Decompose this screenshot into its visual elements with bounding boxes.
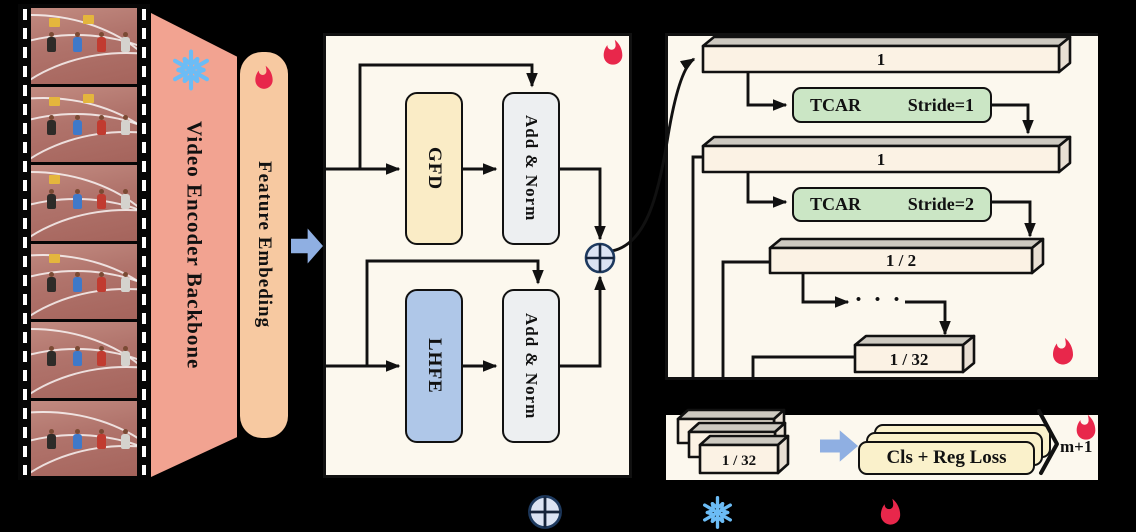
video-frame	[31, 86, 137, 162]
runner-figure	[73, 346, 82, 366]
loss-box-front: Cls + Reg Loss	[858, 441, 1035, 475]
runner-figure	[97, 346, 106, 366]
pyramid-level-label: 1	[877, 50, 886, 69]
lane-number-marker	[49, 18, 60, 27]
tcar-block-stride-1: TCAR Stride=1	[792, 87, 992, 123]
video-encoder-backbone-block: Video Encoder Backbone	[151, 13, 237, 477]
backbone-label: Video Encoder Backbone	[182, 120, 207, 370]
gfd-label: GFD	[424, 146, 445, 191]
video-frame	[31, 400, 137, 476]
lane-line-arc	[31, 112, 137, 162]
film-perforation-right	[141, 9, 146, 475]
runner-figure	[73, 428, 82, 449]
pyramid-level-bar-1: 1	[701, 35, 1072, 74]
tcar-name: TCAR	[810, 94, 862, 115]
fusion-module-panel	[323, 33, 632, 478]
add-norm-bottom-label: Add & Norm	[522, 312, 541, 420]
tcar-name: TCAR	[810, 194, 862, 214]
runner-figure	[47, 32, 56, 52]
runner-figure	[73, 32, 82, 52]
pyramid-level-label: 1 / 2	[886, 251, 916, 270]
runner-figure	[97, 189, 106, 209]
snowflake-icon	[168, 47, 214, 98]
film-perforation-left	[22, 9, 27, 475]
lane-number-marker	[83, 15, 94, 24]
pyramid-level-label: 1	[877, 150, 886, 169]
lane-number-marker	[49, 175, 60, 184]
film-rail-right	[137, 4, 150, 480]
feature-embedding-label: Feature Embeding	[254, 161, 275, 329]
runner-figure	[121, 189, 130, 209]
lane-number-marker	[83, 93, 94, 103]
runner-figure	[121, 114, 130, 135]
video-frames	[31, 4, 137, 480]
add-norm-top-block: Add & Norm	[502, 92, 560, 245]
pyramid-level-bar-2: 1	[701, 135, 1072, 174]
add-norm-top-label: Add & Norm	[522, 115, 541, 222]
video-frame	[31, 8, 137, 84]
input-video-film-strip	[18, 4, 150, 480]
lhfe-label: LHFE	[424, 338, 445, 394]
runner-figure	[121, 346, 130, 366]
legend-flame-icon	[876, 496, 905, 532]
runner-figure	[121, 428, 130, 449]
runner-figure	[47, 271, 56, 292]
legend-oplus-icon	[528, 495, 562, 529]
flame-icon	[251, 63, 277, 98]
feature-embedding-block: Feature Embeding	[240, 52, 288, 438]
flame-icon	[1072, 412, 1100, 449]
runner-figure	[121, 32, 130, 52]
loss-label: Cls + Reg Loss	[886, 447, 1007, 468]
tcar-stride: Stride=1	[907, 94, 974, 115]
lhfe-block: LHFE	[405, 289, 463, 443]
runner-figure	[47, 346, 56, 366]
pyramid-level-label: 1 / 32	[890, 350, 929, 369]
runner-figure	[47, 428, 56, 449]
lane-line-arc	[31, 433, 137, 476]
film-rail-left	[18, 4, 31, 480]
lane-line-arc	[31, 34, 137, 84]
runner-figure	[121, 271, 130, 292]
lane-number-marker	[49, 96, 60, 106]
runner-figure	[97, 32, 106, 52]
runner-figure	[73, 114, 82, 135]
flame-icon	[1048, 335, 1078, 374]
lane-line-arc	[31, 348, 137, 398]
runner-figure	[73, 271, 82, 292]
multiscale-feature-stack: 1 / 32	[676, 408, 790, 475]
runner-figure	[47, 189, 56, 209]
runner-figure	[97, 428, 106, 449]
gfd-block: GFD	[405, 92, 463, 245]
video-frame	[31, 322, 137, 398]
tcar-block-stride-2: TCAR Stride=2	[792, 187, 992, 222]
runner-figure	[73, 189, 82, 209]
feature-flow-arrow	[291, 228, 323, 264]
runner-figure	[97, 271, 106, 292]
pyramid-level-bar-4: 1 / 32	[853, 334, 976, 374]
video-frame	[31, 243, 137, 319]
add-norm-bottom-block: Add & Norm	[502, 289, 560, 443]
head-feature-label: 1 / 32	[722, 453, 756, 469]
lane-line-arc	[31, 198, 137, 241]
lane-line-arc	[31, 269, 137, 319]
pyramid-level-bar-3: 1 / 2	[768, 237, 1045, 275]
runner-figure	[97, 114, 106, 135]
runner-figure	[47, 114, 56, 135]
stack-multiplier-label: m+1	[1060, 437, 1093, 456]
tcar-stride: Stride=2	[907, 194, 974, 214]
lane-number-marker	[49, 253, 60, 263]
legend-snowflake-icon	[699, 494, 736, 532]
pyramid-ellipsis: • • •	[855, 292, 905, 308]
flame-icon	[599, 37, 627, 74]
video-frame	[31, 165, 137, 241]
